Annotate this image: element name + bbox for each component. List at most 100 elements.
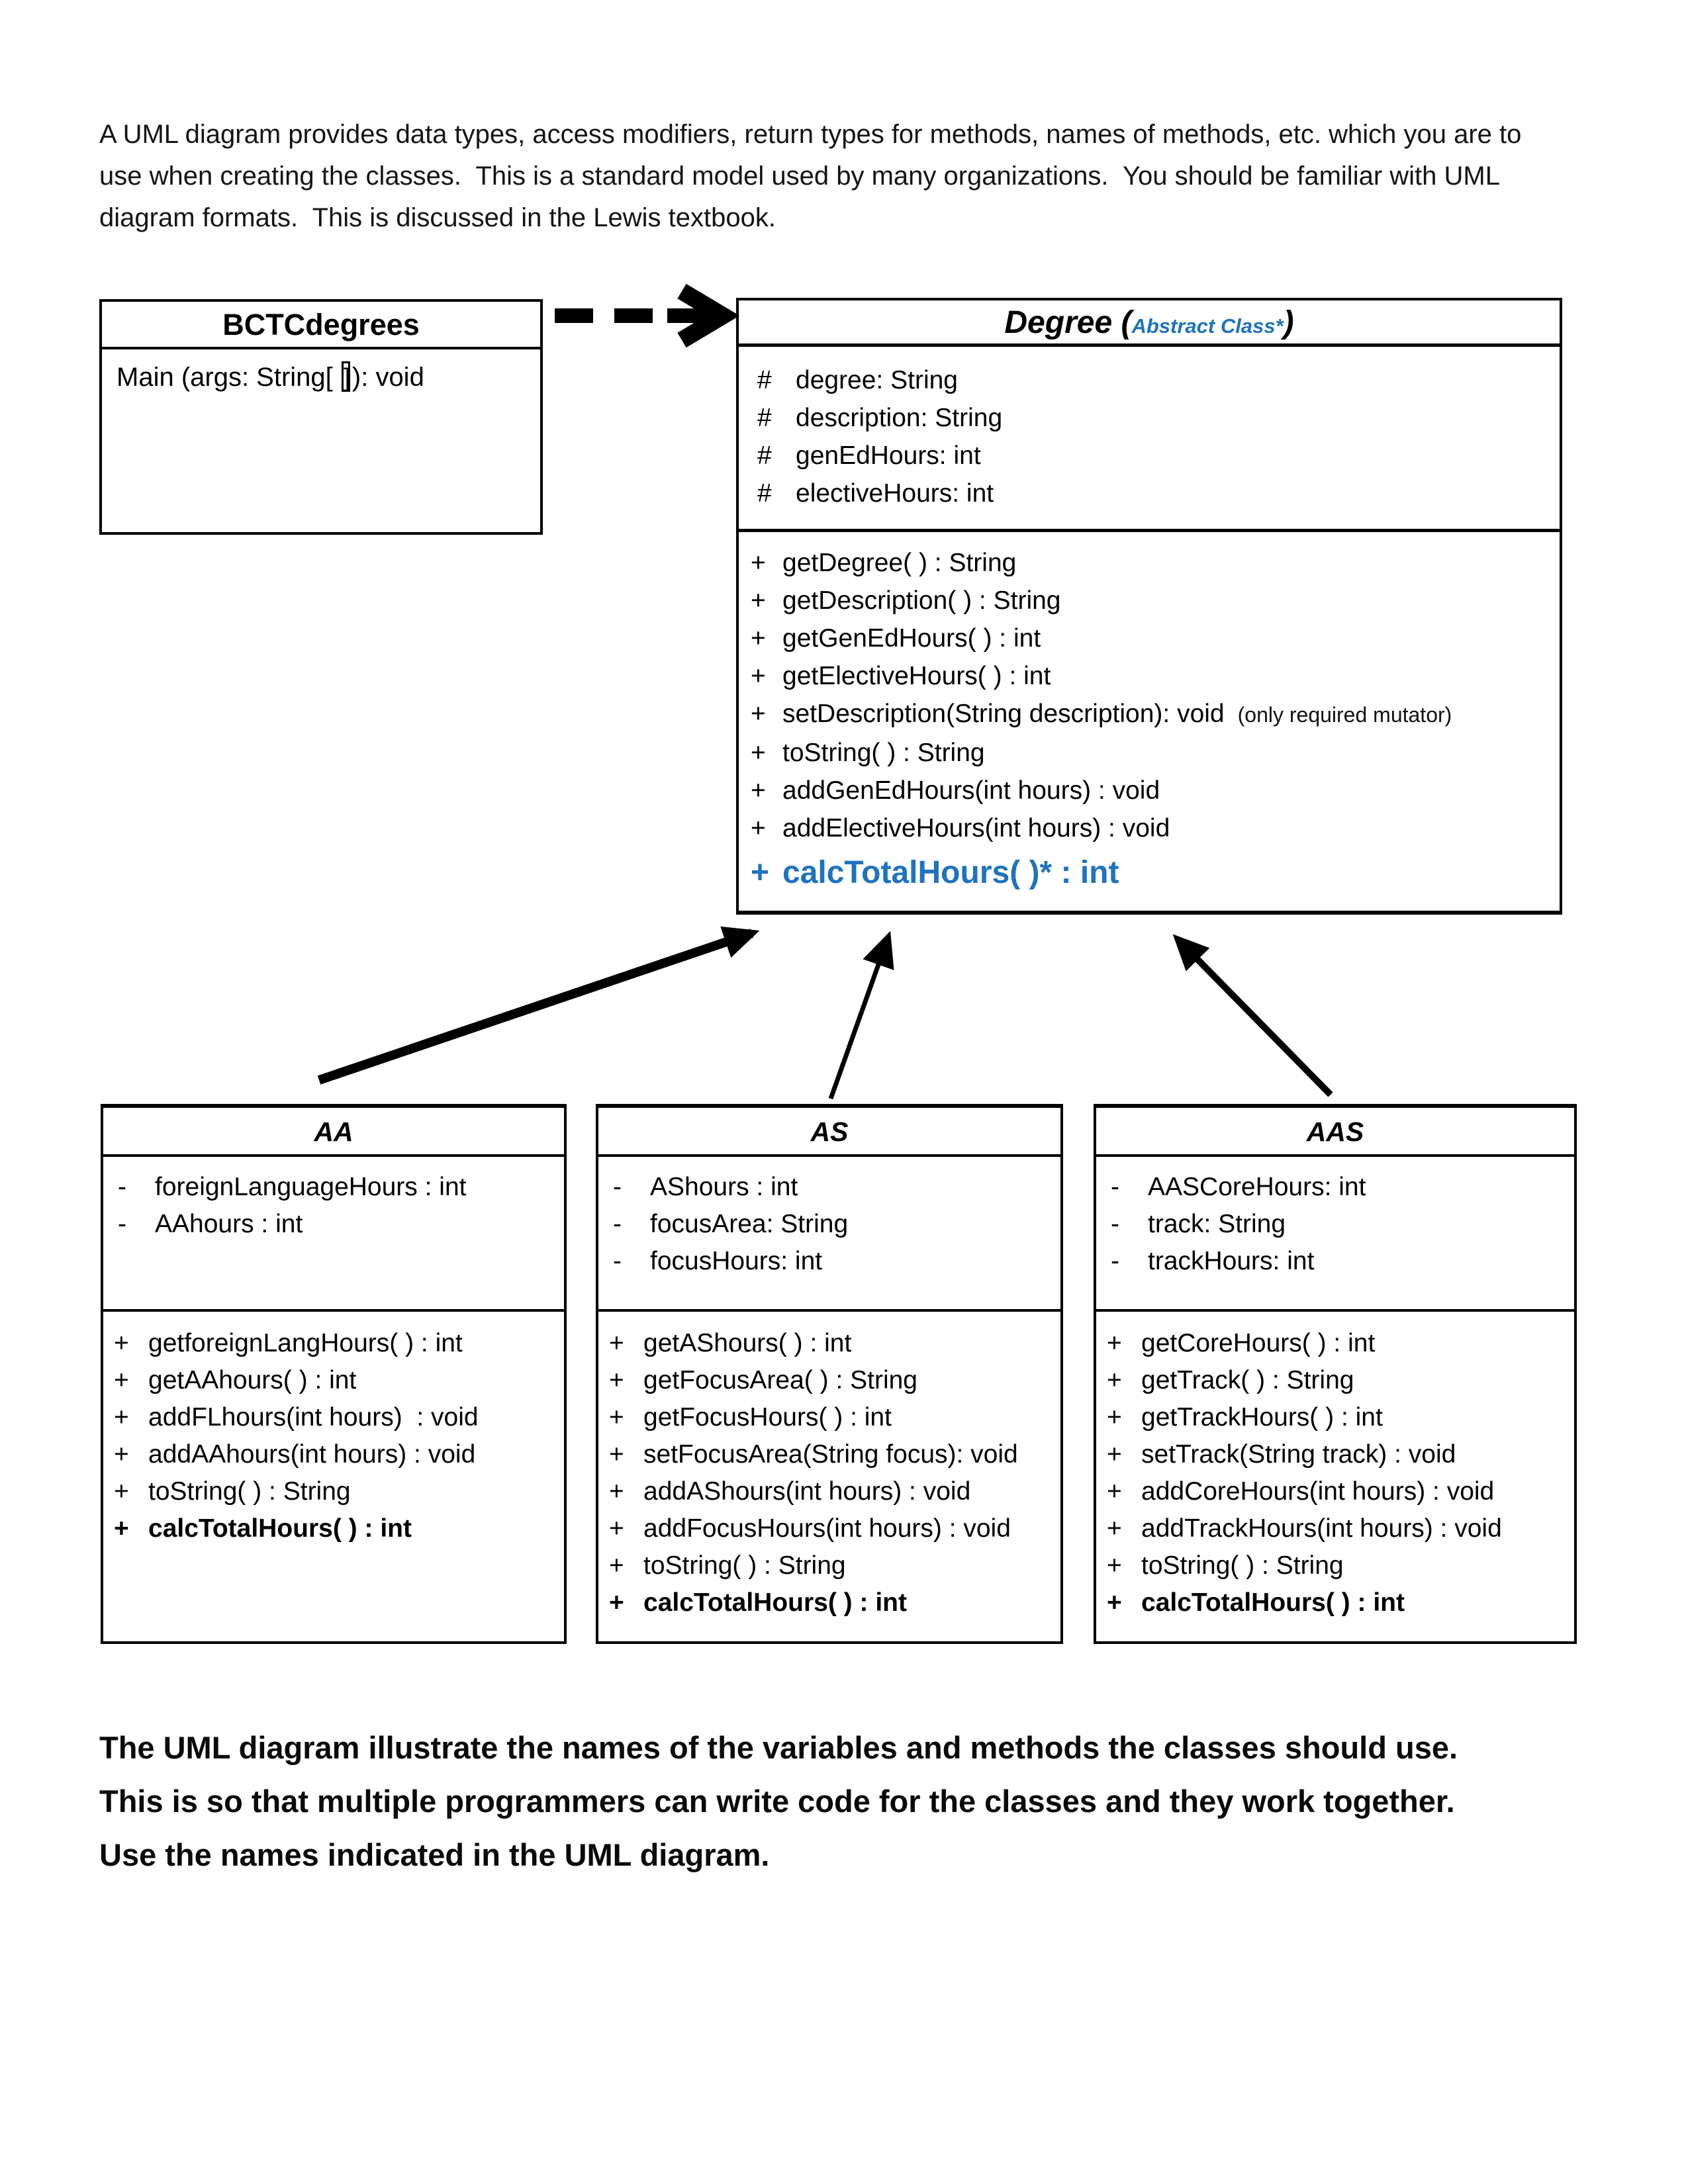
method-text: getFocusHours( ) : int (643, 1403, 892, 1432)
visibility-symbol: + (609, 1551, 624, 1580)
method-text: toString( ) : String (1141, 1551, 1344, 1580)
field-text: genEdHours: int (796, 441, 981, 470)
field-row: -focusArea: String (613, 1206, 1060, 1243)
method-text: toString( ) : String (148, 1477, 351, 1506)
degree-title-close-paren: ) (1283, 305, 1294, 340)
aas-methods-section: +getCoreHours( ) : int +getTrack( ) : St… (1096, 1312, 1574, 1621)
class-box-aas: AAS -AASCoreHours: int -track: String -t… (1094, 1104, 1577, 1644)
method-text: calcTotalHours( ) : int (643, 1588, 907, 1617)
method-row: +getDescription( ) : String (751, 582, 1560, 619)
aa-title: AA (103, 1108, 564, 1157)
method-row: Main (args: String[ ]): void (117, 359, 540, 396)
visibility-symbol: + (609, 1588, 624, 1617)
method-text: addFocusHours(int hours) : void (643, 1514, 1011, 1543)
method-text: getAAhours( ) : int (148, 1366, 357, 1394)
method-text: calcTotalHours( ) : int (1141, 1588, 1405, 1617)
method-text: ): void (352, 363, 424, 392)
method-row: +addElectiveHours(int hours) : void (751, 809, 1560, 847)
method-note: (only required mutator) (1237, 703, 1452, 727)
method-row: +toString( ) : String (609, 1547, 1060, 1584)
degree-title: Degree (Abstract Class*) (739, 300, 1560, 347)
method-text: getAShours( ) : int (643, 1329, 852, 1357)
visibility-symbol: + (1107, 1514, 1122, 1543)
visibility-symbol: + (609, 1440, 624, 1469)
method-text: addCoreHours(int hours) : void (1141, 1477, 1495, 1506)
method-text: addElectiveHours(int hours) : void (782, 814, 1170, 842)
closing-line: Use the names indicated in the UML diagr… (99, 1837, 770, 1872)
bctcdegrees-title: BCTCdegrees (102, 302, 540, 349)
method-row: +getGenEdHours( ) : int (751, 619, 1560, 657)
method-text: getFocusArea( ) : String (643, 1366, 917, 1394)
degree-fields-section: # degree: String #description: String # ge… (739, 347, 1560, 532)
visibility-symbol: + (609, 1366, 624, 1394)
aa-methods-section: +getforeignLangHours( ) : int + getAAhour… (103, 1312, 564, 1547)
visibility-symbol: + (114, 1477, 129, 1506)
method-row: +setFocusArea(String focus): void (609, 1436, 1060, 1473)
visibility-symbol: + (751, 855, 770, 890)
degree-title-name: Degree ( (1004, 305, 1132, 340)
method-row-abstract-calctotalhours: +calcTotalHours( )* : int (751, 850, 1560, 896)
field-row: # degree: String (757, 361, 1560, 399)
field-row: -trackHours: int (1111, 1243, 1574, 1280)
class-box-aa: AA -foreignLanguageHours : int -AAhours … (101, 1104, 567, 1644)
visibility-symbol: # (757, 366, 772, 394)
visibility-symbol: + (1107, 1403, 1122, 1432)
method-row: + toString( ) : String (751, 734, 1560, 772)
method-text: getTrack( ) : String (1141, 1366, 1354, 1394)
class-box-degree: Degree (Abstract Class*) # degree: String… (736, 298, 1562, 915)
aas-fields-section: -AASCoreHours: int -track: String -track… (1096, 1157, 1574, 1312)
field-row: -AAhours : int (118, 1206, 564, 1243)
method-row: +addAShours(int hours) : void (609, 1473, 1060, 1510)
method-row-calctotalhours: + calcTotalHours( ) : int (609, 1584, 1060, 1621)
visibility-symbol: + (609, 1329, 624, 1357)
method-row: +addCoreHours(int hours) : void (1107, 1473, 1574, 1510)
method-text: Main (args: String[ (117, 363, 340, 392)
visibility-symbol: - (1111, 1210, 1119, 1238)
visibility-symbol: - (1111, 1173, 1119, 1201)
aa-fields-section: -foreignLanguageHours : int -AAhours : i… (103, 1157, 564, 1312)
field-row: #description: String (757, 399, 1560, 437)
method-text: addGenEdHours(int hours) : void (782, 776, 1160, 805)
field-text: AShours : int (650, 1173, 798, 1201)
field-text: focusHours: int (650, 1247, 823, 1275)
visibility-symbol: # (757, 441, 772, 470)
bctcdegrees-members: Main (args: String[ ]): void (102, 349, 540, 396)
field-text: focusArea: String (650, 1210, 849, 1238)
visibility-symbol: - (613, 1210, 622, 1238)
method-row: + getTrack( ) : String (1107, 1362, 1574, 1399)
method-text: getCoreHours( ) : int (1141, 1329, 1376, 1357)
method-text: addAAhours(int hours) : void (148, 1440, 476, 1469)
dependency-dashed-arrow-icon (555, 283, 740, 348)
visibility-symbol: + (609, 1477, 624, 1506)
field-text: electiveHours: int (796, 479, 994, 508)
visibility-symbol: + (114, 1366, 129, 1394)
as-title: AS (598, 1108, 1060, 1157)
field-row: -track: String (1111, 1206, 1574, 1243)
visibility-symbol: + (1107, 1366, 1122, 1394)
method-row: +getforeignLangHours( ) : int (114, 1325, 564, 1362)
visibility-symbol: + (751, 776, 766, 805)
method-row: +getElectiveHours( ) : int (751, 657, 1560, 695)
method-row: + getAAhours( ) : int (114, 1362, 564, 1399)
class-box-as: AS -AShours : int -focusArea: String -fo… (596, 1104, 1063, 1644)
visibility-symbol: # (757, 479, 772, 508)
degree-title-abstract-annotation: Abstract Class* (1131, 314, 1284, 338)
method-row-calctotalhours: +calcTotalHours( ) : int (114, 1510, 564, 1547)
visibility-symbol: # (757, 404, 772, 432)
method-text: addFLhours(int hours) : void (148, 1403, 479, 1432)
visibility-symbol: + (751, 739, 766, 767)
method-row: +getCoreHours( ) : int (1107, 1325, 1574, 1362)
class-box-bctcdegrees: BCTCdegrees Main (args: String[ ]): void (99, 299, 543, 535)
visibility-symbol: - (613, 1173, 622, 1201)
method-text: toString( ) : String (782, 739, 985, 767)
method-row: +addFLhours(int hours) : void (114, 1399, 564, 1436)
method-text: setDescription(String description): void (782, 700, 1225, 728)
intro-paragraph: A UML diagram provides data types, acces… (99, 114, 1609, 239)
degree-methods-section: +getDegree( ) : String +getDescription( … (739, 532, 1560, 896)
visibility-symbol: + (114, 1440, 129, 1469)
field-row: # electiveHours: int (757, 475, 1560, 512)
closing-line: The UML diagram illustrate the names of … (99, 1730, 1458, 1765)
visibility-symbol: + (751, 662, 766, 690)
field-text: degree: String (796, 366, 958, 394)
